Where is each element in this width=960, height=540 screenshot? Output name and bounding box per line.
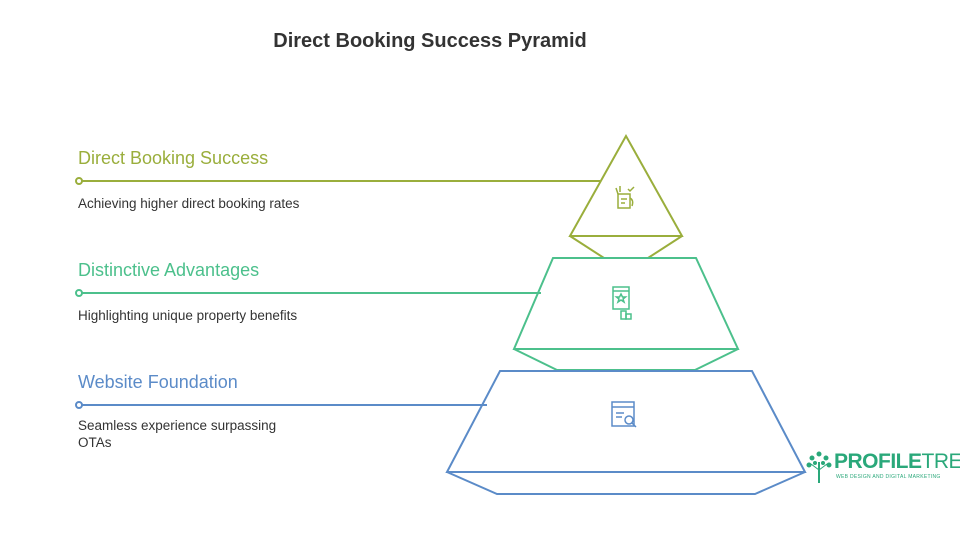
profiletree-logo: PROFILETREE WEB DESIGN AND DIGITAL MARKE… xyxy=(806,450,960,486)
page-title: Direct Booking Success Pyramid xyxy=(273,30,587,52)
logo-name-light: TREE xyxy=(921,450,960,473)
web-search-icon xyxy=(611,401,637,428)
level-3-shape xyxy=(75,370,807,495)
logo-tagline: WEB DESIGN AND DIGITAL MARKETING xyxy=(836,474,941,480)
checklist-hand-icon xyxy=(615,186,635,209)
logo-name: PROFILETREE xyxy=(834,450,960,474)
level-1-heading: Direct Booking Success xyxy=(78,148,269,168)
level-3-heading: Website Foundation xyxy=(78,372,238,392)
level-1-description: Achieving higher direct booking rates xyxy=(78,196,300,211)
level-2-heading: Distinctive Advantages xyxy=(78,260,260,280)
logo-name-bold: PROFILE xyxy=(834,450,922,473)
award-podium-icon xyxy=(612,286,632,320)
tree-icon xyxy=(806,451,832,483)
level-3-description: Seamless experience surpassing OTAs xyxy=(78,418,277,450)
level-2-description: Highlighting unique property benefits xyxy=(78,308,298,323)
